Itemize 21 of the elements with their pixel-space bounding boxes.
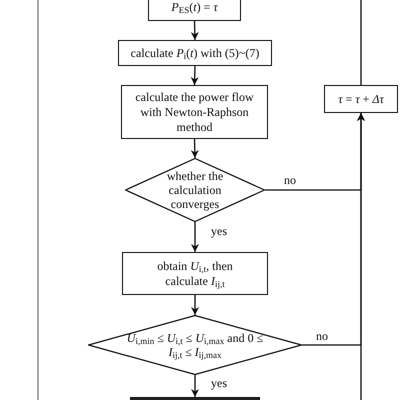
process-text: τ = τ + Δτ — [338, 92, 384, 106]
arrow — [190, 20, 199, 40]
process-text: calculate the power flow with Newton-Raphson method — [134, 90, 255, 134]
arrow — [190, 138, 199, 158]
arrow — [191, 222, 199, 252]
process-text: obtain U$_{i,t}$, then calculate I$_{ij,t}$ — [156, 258, 234, 288]
process-box — [324, 85, 398, 113]
process-box — [118, 40, 272, 66]
decision-text: whether the calculation converges — [166, 169, 224, 211]
process-box — [122, 252, 268, 295]
process-text: calculate P$_{i}$(t) with (5)~(7) — [130, 46, 260, 60]
arrow — [357, 113, 365, 400]
arrow — [190, 66, 199, 86]
decision-diamond — [125, 158, 265, 222]
process-box — [121, 85, 268, 139]
decision-text: U$_{i,min}$ ≤ U$_{i,t}$ ≤ U$_{i,max}$ and 0 ≤ I$_{ij,t}$ ≤ I$_{ij,max}$ — [126, 331, 264, 359]
process-box — [148, 0, 241, 21]
process-text: P$_{ES}$(t) = τ — [171, 0, 218, 15]
decision-diamond — [88, 315, 302, 375]
arrow — [191, 375, 199, 397]
arrow — [191, 295, 199, 315]
